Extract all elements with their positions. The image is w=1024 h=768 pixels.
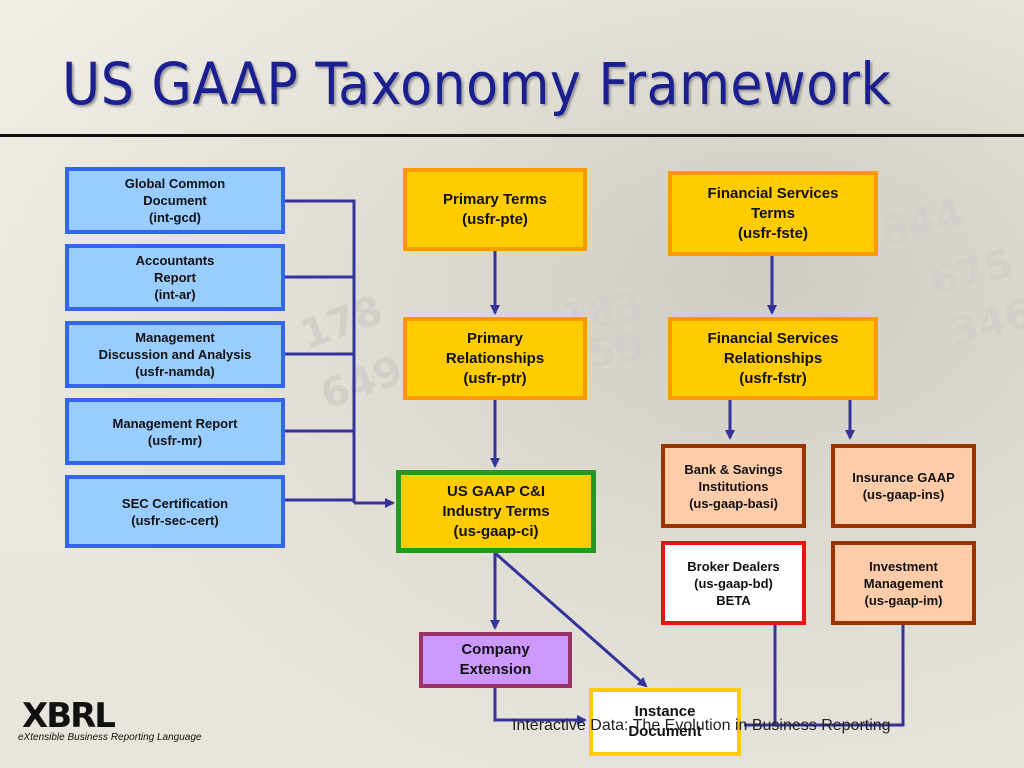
- box-instance-label: Instance Document: [628, 703, 702, 740]
- box-insurance-gaap: Insurance GAAP (us-gaap-ins): [831, 444, 976, 528]
- box-namda-label: Management Discussion and Analysis (usfr…: [98, 330, 252, 379]
- box-management-report: Management Report (usfr-mr): [65, 398, 285, 465]
- connector-im-to-instance: [775, 624, 905, 727]
- slide-footer: Interactive Data: The Evolution in Busin…: [512, 717, 891, 734]
- box-basi-label: Bank & Savings Institutions (us-gaap-bas…: [684, 461, 783, 511]
- box-primary-terms: Primary Terms (usfr-pte): [403, 168, 587, 251]
- box-financial-services-relationships: Financial Services Relationships (usfr-f…: [668, 317, 878, 400]
- box-accountants-report: Accountants Report (int-ar): [65, 244, 285, 311]
- box-company-label: Company Extension: [459, 641, 532, 678]
- connector-gcd: [284, 199, 356, 503]
- box-pte-label: Primary Terms (usfr-pte): [443, 190, 547, 228]
- box-im-label: Investment Management (us-gaap-im): [863, 558, 944, 608]
- box-ci-label: US GAAP C&I Industry Terms (us-gaap-ci): [442, 482, 550, 540]
- box-fstr-label: Financial Services Relationships (usfr-f…: [707, 329, 839, 387]
- box-global-common-document: Global Common Document (int-gcd): [65, 167, 285, 234]
- box-company-extension: Company Extension: [419, 632, 572, 688]
- box-primary-relationships: Primary Relationships (usfr-ptr): [403, 317, 587, 400]
- box-bd-label: Broker Dealers (us-gaap-bd) BETA: [687, 558, 780, 608]
- box-gcd-label: Global Common Document (int-gcd): [124, 176, 226, 225]
- xbrl-logo: XBRL eXtensible Business Reporting Langu…: [14, 690, 201, 760]
- box-broker-dealers: Broker Dealers (us-gaap-bd) BETA: [661, 541, 806, 625]
- box-financial-services-terms: Financial Services Terms (usfr-fste): [668, 171, 878, 256]
- arrow-ci-to-instance: [494, 551, 648, 688]
- slide-title: US GAAP Taxonomy Framework: [62, 50, 892, 118]
- box-mr-label: Management Report (usfr-mr): [112, 415, 238, 448]
- box-us-gaap-ci: US GAAP C&I Industry Terms (us-gaap-ci): [396, 470, 596, 553]
- box-management-discussion: Management Discussion and Analysis (usfr…: [65, 321, 285, 388]
- box-fste-label: Financial Services Terms (usfr-fste): [707, 184, 839, 242]
- title-divider: [0, 134, 1024, 137]
- xbrl-wordmark: XBRL: [22, 696, 116, 736]
- box-instance-document: Instance Document: [589, 688, 741, 756]
- box-investment-management: Investment Management (us-gaap-im): [831, 541, 976, 625]
- box-bank-savings: Bank & Savings Institutions (us-gaap-bas…: [661, 444, 806, 528]
- box-sec-certification: SEC Certification (usfr-sec-cert): [65, 475, 285, 548]
- connector-bd-to-instance: [744, 624, 777, 727]
- xbrl-tagline: eXtensible Business Reporting Language: [18, 732, 202, 743]
- box-ptr-label: Primary Relationships (usfr-ptr): [445, 329, 545, 387]
- box-ar-label: Accountants Report (int-ar): [135, 253, 215, 302]
- box-sec-label: SEC Certification (usfr-sec-cert): [121, 495, 229, 528]
- box-ins-label: Insurance GAAP (us-gaap-ins): [852, 470, 955, 502]
- arrow-company-to-instance: [493, 688, 587, 725]
